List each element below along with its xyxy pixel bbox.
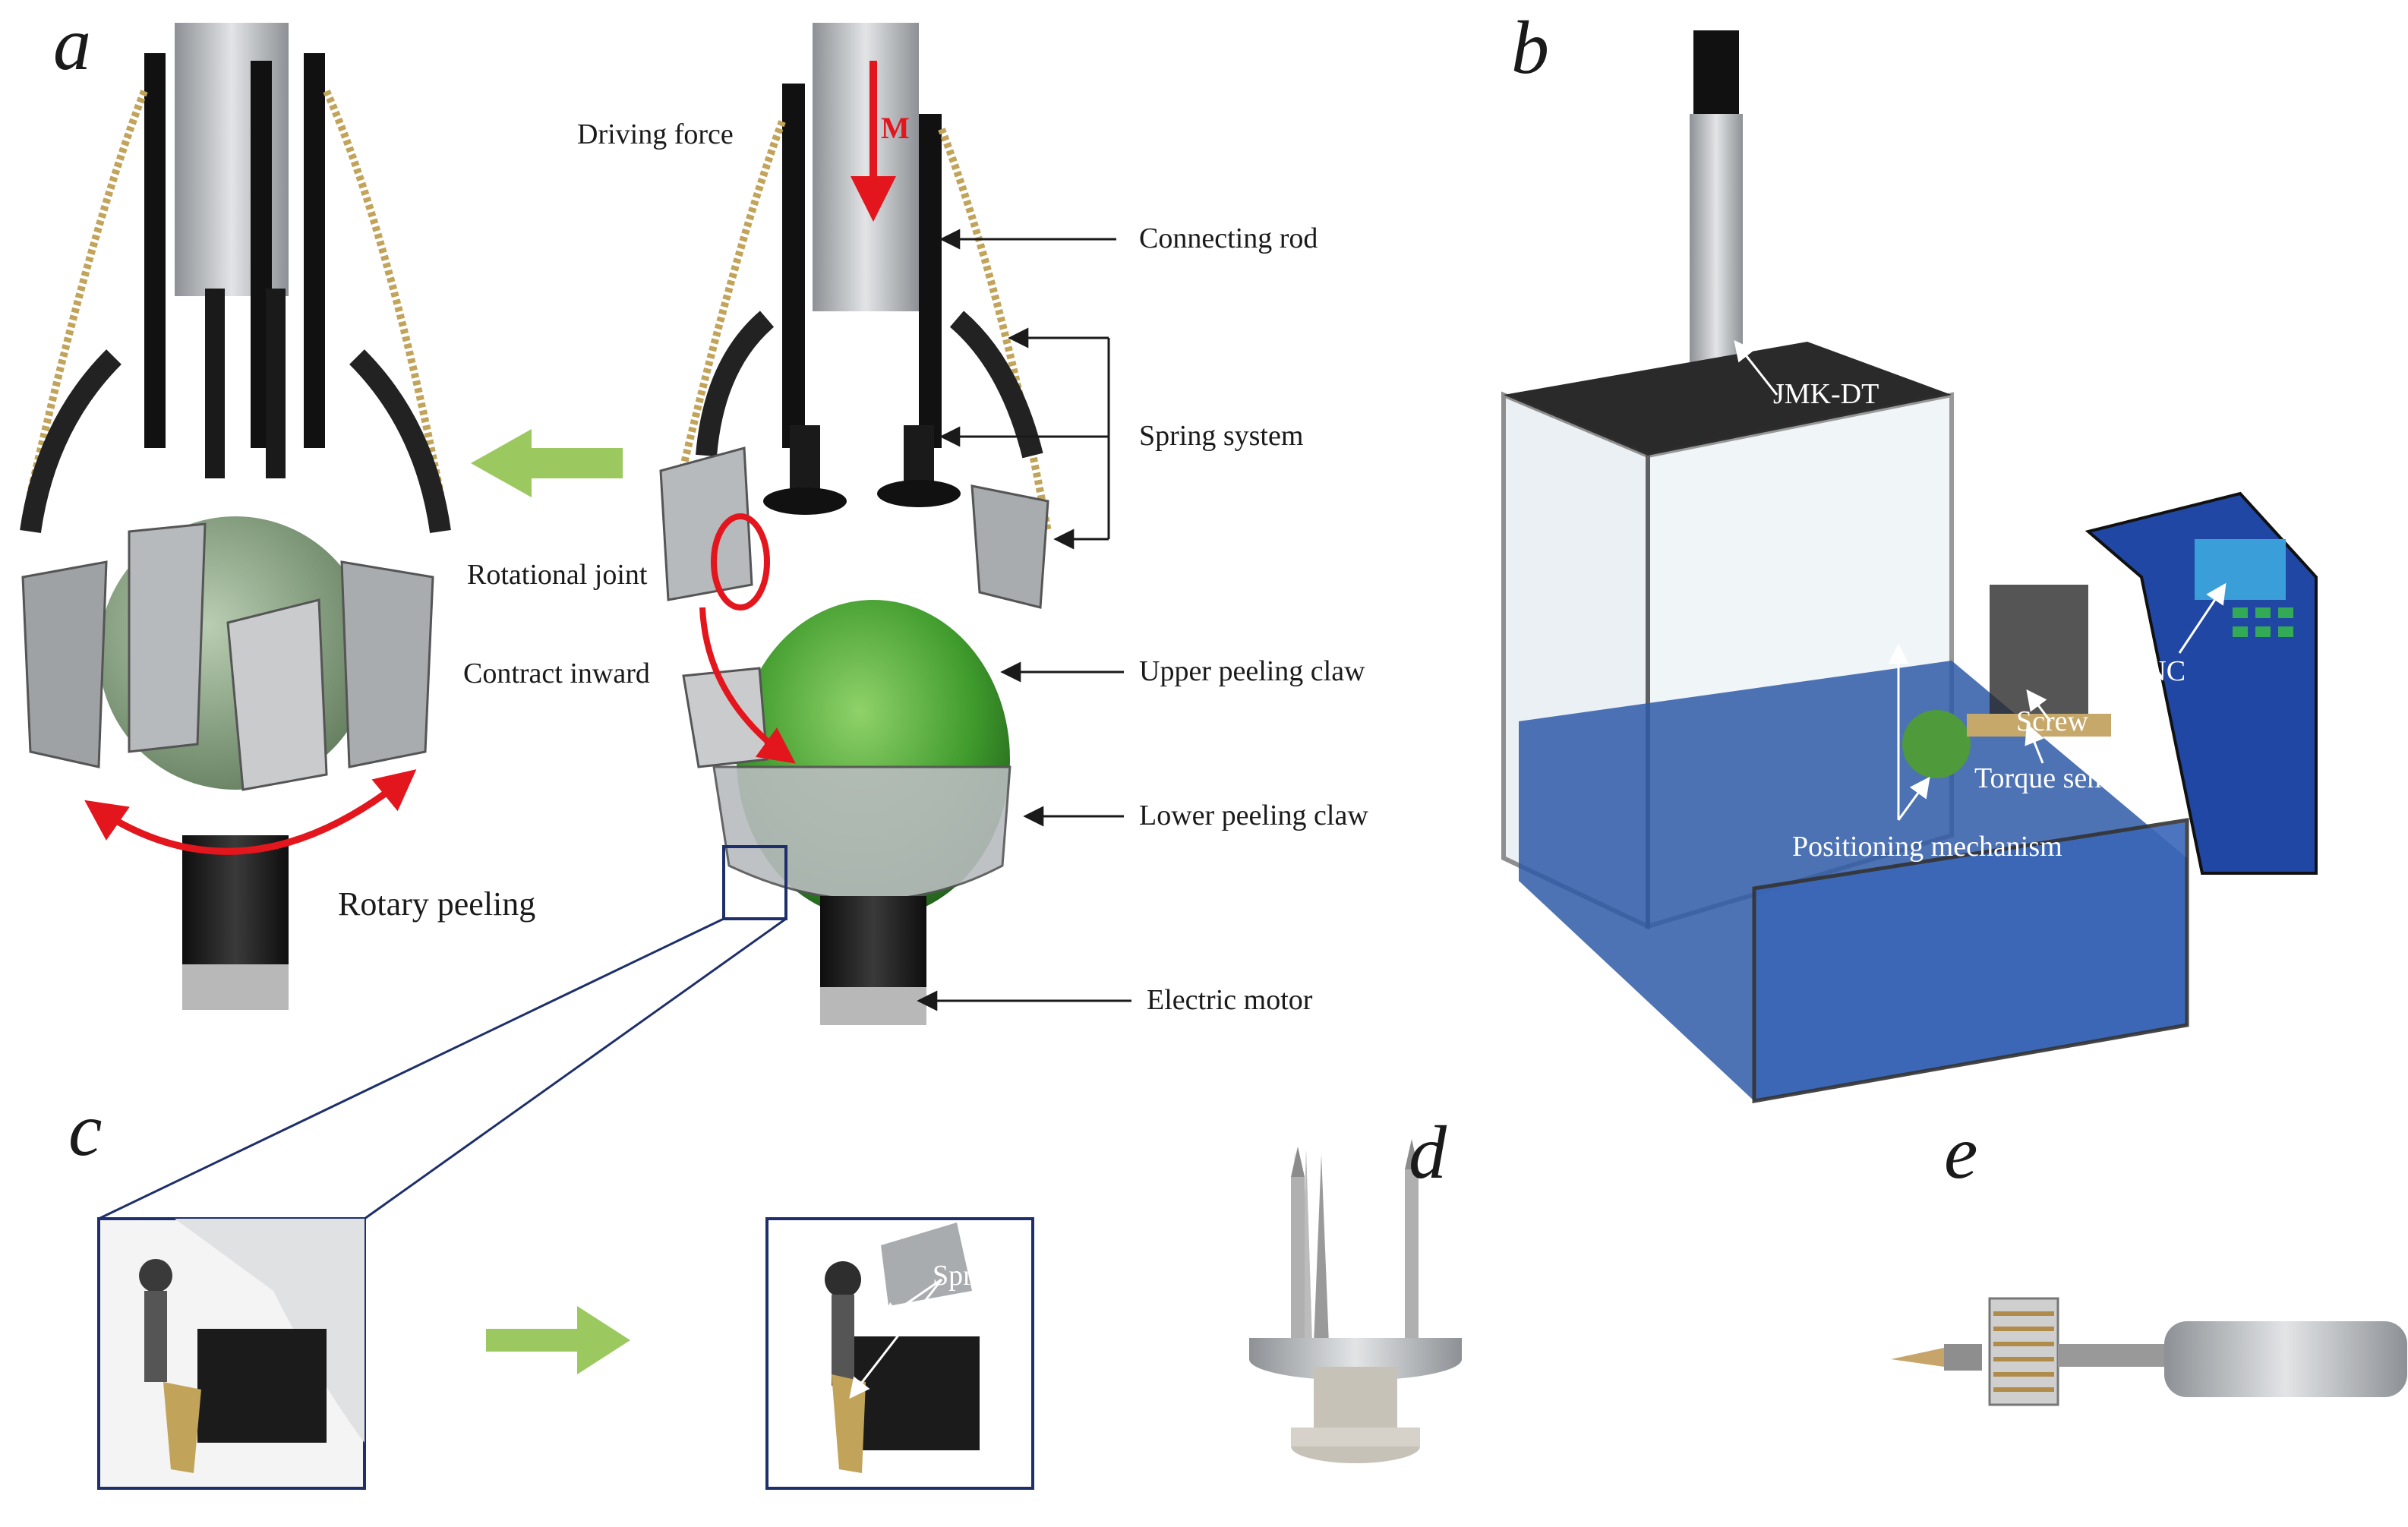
label-electric-motor: Electric motor [1147,984,1313,1016]
claw-detail-before [97,1217,366,1490]
label-cnc: CNC [2126,655,2186,687]
screw-torque-sensor-illustration [1891,1297,2407,1406]
label-screw: Screw [2016,705,2088,737]
panel-letter-c: c [68,1087,103,1172]
green-arrow-c-icon [486,1306,630,1374]
label-connecting-rod: Connecting rod [1139,222,1318,254]
panel-letter-a: a [53,2,91,86]
label-contract-inward: Contract inward [463,658,650,689]
gripper-right-illustration [659,23,1052,1025]
label-torque-m: M [881,111,910,145]
panel-letter-b: b [1511,5,1549,90]
claw-detail-after [765,1217,1034,1490]
label-torque-sensor: Torque sensor [1974,762,2137,794]
machine-illustration [1501,30,2318,1103]
label-rotary-peeling: Rotary peeling [338,885,536,923]
panel-letter-e: e [1944,1110,1978,1194]
label-upper-peeling-claw: Upper peeling claw [1139,655,1365,687]
label-lower-peeling-claw: Lower peeling claw [1139,800,1368,831]
label-positioning-mechanism: Positioning mechanism [1792,831,2062,863]
green-arrow-a-icon [471,429,623,497]
gripper-left-illustration [20,23,451,1010]
label-spring: Spring [933,1260,1010,1292]
needle-positioner-illustration [1249,1139,1462,1463]
label-jmk-dt: JMK-DT [1773,378,1879,410]
label-rotational-joint: Rotational joint [467,559,648,591]
label-spring-system: Spring system [1139,420,1304,452]
panel-letter-d: d [1409,1110,1447,1194]
label-driving-force: Driving force [577,118,734,150]
